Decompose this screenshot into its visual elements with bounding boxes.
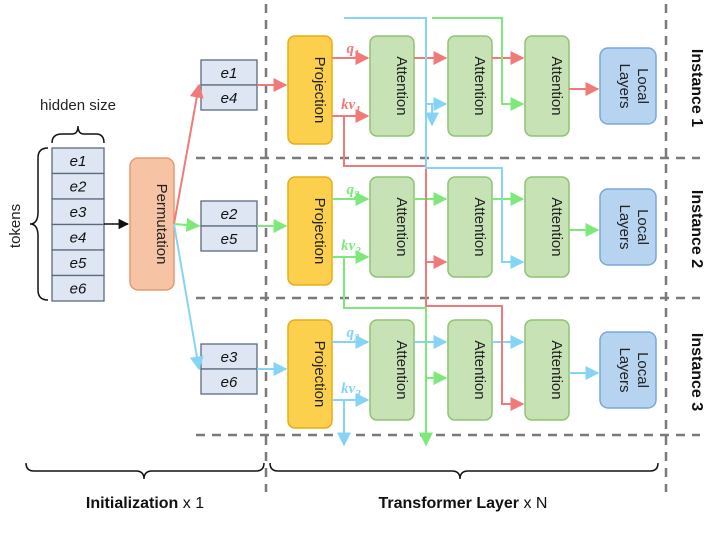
instance-token-label: e4 [221,90,238,107]
input-token: e5 [51,249,105,277]
local-label-line2: Layers [616,63,633,108]
hidden-size-label: hidden size [40,97,116,114]
local-label-line1: Local [634,209,651,245]
svg-text:Initialization x: Initialization x 1 [86,495,204,512]
local-label-line1: Local [634,352,651,388]
kv3-incoming-route [425,104,525,269]
kv-label: kv1 [341,97,361,116]
attention-block: Attention [447,35,493,137]
projection-block: Projection [287,176,333,286]
tokens-label: tokens [7,204,24,248]
kv2-route [343,257,433,447]
attention-block: Attention [369,35,415,137]
permutation-to-instance-arrow [173,218,201,232]
input-token: e6 [51,274,105,302]
transformer-label: Transformer Layer [379,495,520,512]
separators [196,4,700,492]
local-label-line2: Layers [616,204,633,249]
permutation-block: Permutation [129,157,175,291]
input-token: e4 [51,223,105,251]
input-token: e1 [51,147,105,175]
input-token-label: e6 [70,281,87,298]
attention-label: Attention [471,56,488,115]
attention-block: Attention [447,319,493,421]
init-brace [25,462,265,480]
input-token-label: e2 [70,179,87,196]
local-label-line2: Layers [616,347,633,392]
attention-label: Attention [548,197,565,256]
attention-label: Attention [471,340,488,399]
local-label-line1: Local [634,68,651,104]
attention-label: Attention [471,197,488,256]
transformer-mult: x N [523,495,547,512]
kv-routing [337,17,525,447]
kv-label: kv2 [341,238,361,257]
footer: Initialization x 1 Transformer Layer x N [25,462,659,512]
permutation-label: Permutation [153,184,170,265]
init-label: Initialization [86,495,178,512]
attention-block: Attention [524,176,570,278]
input-token: e3 [51,198,105,226]
attention-label: Attention [548,56,565,115]
instance-token-label: e5 [221,231,238,248]
init-mult: x 1 [183,495,204,512]
instance-label: Instance 2 [688,190,705,268]
attention-label: Attention [548,340,565,399]
projection-block: Projection [287,319,333,429]
kv-label: kv3 [341,381,361,400]
attention-block: Attention [524,319,570,421]
instance-token-label: e2 [221,206,238,223]
kv1-route [425,262,525,411]
input-token-label: e4 [70,230,87,247]
projection-label: Projection [311,198,328,265]
kv3-incoming-route [344,17,448,111]
input-token-label: e1 [70,153,87,170]
input-token-label: e3 [70,204,87,221]
permutation-to-instance-arrow [173,83,204,225]
projection-label: Projection [311,57,328,124]
permutation-to-instance-arrow [173,223,204,371]
input-token-label: e5 [70,255,87,272]
tokens-brace [29,147,49,301]
attention-label: Attention [393,340,410,399]
hidden-size-brace [51,125,105,144]
kv2-incoming-route [432,17,525,111]
attention-block: Attention [369,176,415,278]
attention-block: Attention [524,35,570,137]
instance-label: Instance 1 [688,49,705,127]
instance-token-label: e1 [221,65,238,82]
transformer-brace [269,462,659,480]
attention-block: Attention [447,176,493,278]
instance-label: Instance 3 [688,333,705,411]
instance-token-label: e3 [221,349,238,366]
projection-block: Projection [287,35,333,145]
instance-token-label: e6 [221,374,238,391]
input-token: e2 [51,172,105,200]
attention-label: Attention [393,197,410,256]
attention-block: Attention [369,319,415,421]
svg-text:Transformer Layer: Transformer Layer x N [379,495,548,512]
attention-label: Attention [393,56,410,115]
input-token-stack: hidden size tokens e1 e2 e3 e4 e5 e6 [7,97,130,302]
projection-label: Projection [311,341,328,408]
